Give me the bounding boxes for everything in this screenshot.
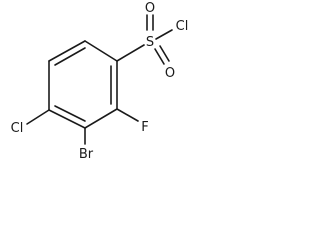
benzene-ring: [48, 40, 118, 129]
bond-sulfur-chlorine: [155, 29, 173, 40]
bond-c4-chlorine: [26, 109, 50, 125]
chlorine-sulfonyl-label: Cl: [176, 19, 189, 34]
oxygen-lower-label: O: [165, 66, 175, 81]
ring-bond-c5-c6: [48, 40, 86, 62]
bond-sulfur-oxygen-lower-b: [159, 45, 170, 62]
chlorine-ring-label: Cl: [11, 121, 24, 136]
oxygen-upper-label: O: [145, 1, 155, 16]
ring-double-bond-c5-c6: [54, 47, 86, 66]
fluorine-label: F: [141, 120, 148, 135]
sulfur-label: S: [146, 35, 154, 50]
ring-bond-c6-c1: [84, 40, 118, 62]
bond-c1-sulfur: [116, 44, 145, 62]
chemical-structure: S Cl O O F Br Cl: [11, 1, 189, 162]
ring-double-bond-c3-c4: [54, 105, 86, 122]
ring-bond-c2-c3: [84, 108, 118, 129]
ring-bond-c3-c4: [48, 109, 86, 129]
bromine-label: Br: [79, 147, 94, 162]
bond-sulfur-oxygen-lower-a: [154, 48, 165, 65]
bond-c2-fluorine: [116, 108, 139, 122]
